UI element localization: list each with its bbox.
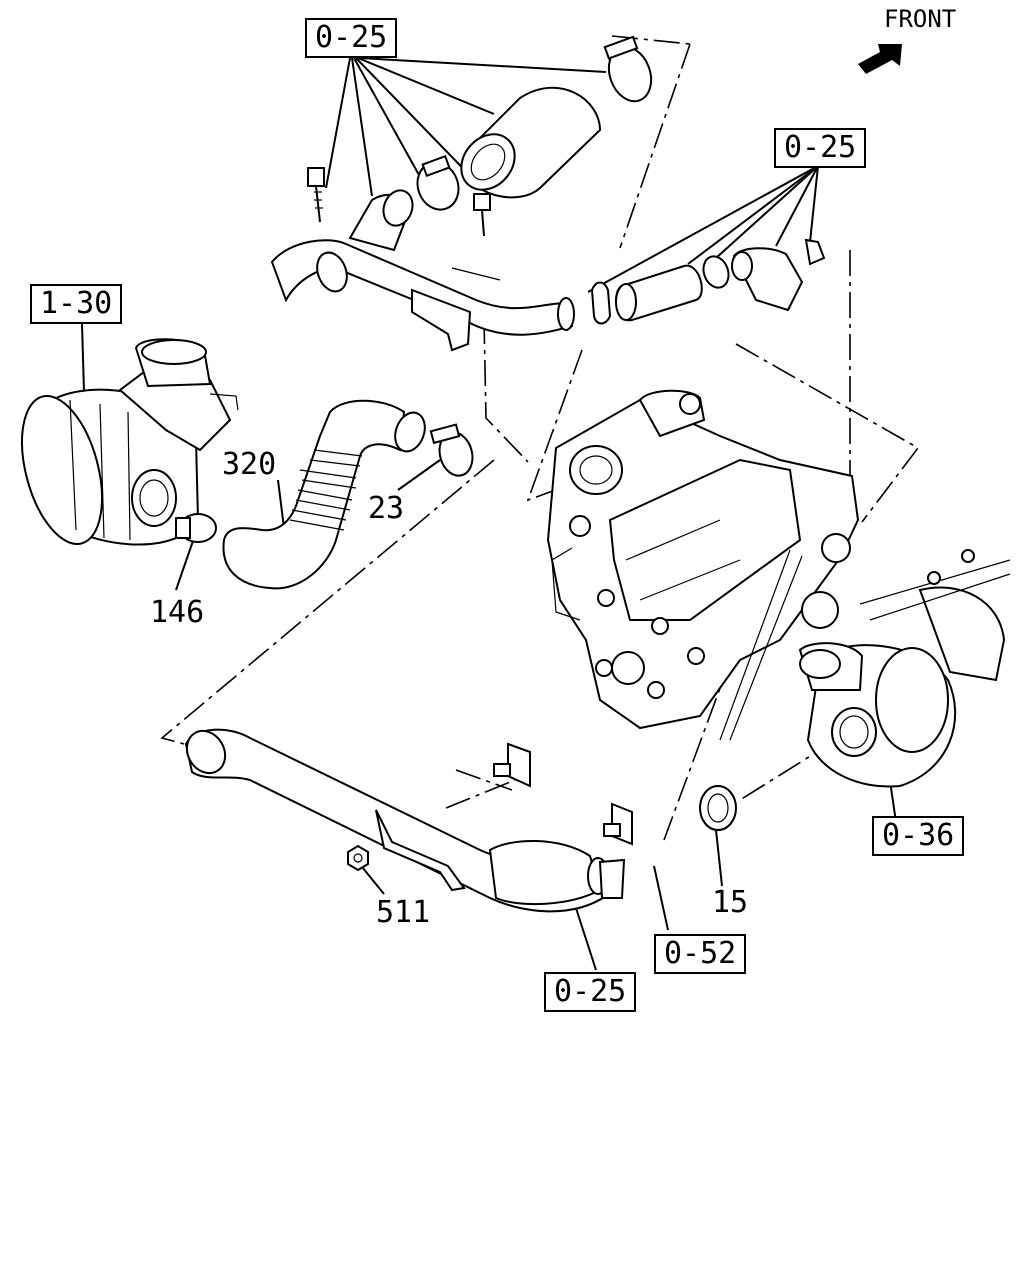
part-number-hose: 320 [222,447,277,482]
front-arrow-icon [858,44,902,74]
lower-intake-pipe [184,728,633,913]
ref-box-turbo: 0-36 [872,816,965,856]
ref-box-top-right: 0-25 [774,128,867,168]
turbocharger [719,533,1011,788]
corrugated-hose [222,399,426,590]
upper-bolts [307,167,491,237]
part-number-clamp-small: 23 [368,491,405,526]
dash-dot-guide-lines [160,35,920,841]
part-number-seal: 15 [712,885,749,920]
air-cleaner [21,338,239,546]
seal-15 [699,785,737,831]
ref-box-air-cleaner: 1-30 [30,284,123,324]
upper-hose [460,86,602,199]
ref-box-top-left: 0-25 [305,18,398,58]
upper-clamps [416,35,653,211]
nut-511 [347,844,369,872]
clamp-23 [429,423,474,477]
ref-box-bottom: 0-25 [544,972,637,1012]
clamp-146 [175,513,217,543]
part-number-nut: 511 [376,895,431,930]
upper-right-pipe-group [590,238,826,325]
part-number-clamp-air-cleaner: 146 [150,595,205,630]
ref-box-bracket: 0-52 [654,934,747,974]
engine-block [546,389,860,730]
upper-intake-pipe [270,189,575,352]
front-label: FRONT [884,5,957,33]
